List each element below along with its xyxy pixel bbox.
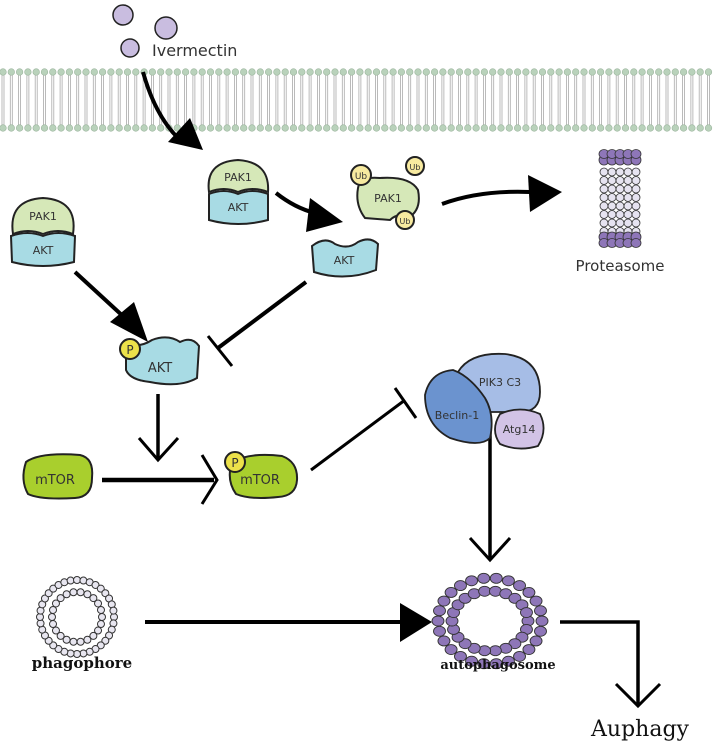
autophagy-output-arrow xyxy=(560,620,640,706)
mtor-label: mTOR xyxy=(240,473,280,488)
beclin1-label: Beclin-1 xyxy=(435,409,479,422)
pak1-label: PAK1 xyxy=(29,210,57,223)
pak1-akt-complex-membrane xyxy=(207,158,270,225)
phospho-akt xyxy=(119,336,201,386)
ivermectin-label: Ivermectin xyxy=(152,41,237,60)
pak1-akt-complex-cytoplasm xyxy=(9,196,77,267)
mtor-label: mTOR xyxy=(35,473,75,488)
ub-label: Ub xyxy=(410,163,421,172)
pik3c3-beclin1-atg14-complex xyxy=(424,352,545,450)
pak1-label: PAK1 xyxy=(224,171,252,184)
phagophore-icon xyxy=(36,576,118,658)
phosphorylation-arrow xyxy=(73,270,127,320)
maturation-arrowhead xyxy=(400,603,432,642)
autophagosome-icon xyxy=(431,572,549,670)
complex-to-autophagosome-arrowhead xyxy=(468,536,512,563)
ubiquitination-arrowhead xyxy=(306,198,343,232)
pik3c3-label: PIK3 C3 xyxy=(479,376,521,389)
ivermectin-molecules xyxy=(112,4,178,58)
mtor-inhibition-bar xyxy=(393,387,418,419)
phospho-label: P xyxy=(231,456,238,470)
degradation-arrow xyxy=(441,189,531,206)
ubiquitinated-pak1 xyxy=(350,156,425,230)
autophagosome-label: autophagosome xyxy=(440,658,555,673)
phagophore-label: phagophore xyxy=(32,654,132,672)
outcome-label: Auphagy xyxy=(590,717,690,741)
akt-to-mtor-arrowhead xyxy=(137,436,180,463)
akt-label: AKT xyxy=(228,201,249,214)
akt-inhibition-line xyxy=(216,280,308,350)
free-akt xyxy=(310,238,380,278)
mtor xyxy=(22,453,94,500)
ivermectin-entry-arrowhead xyxy=(168,118,203,150)
phospho-mtor xyxy=(224,451,299,499)
autophagy-output-arrowhead xyxy=(614,682,662,709)
phospho-label: P xyxy=(126,343,133,357)
pak1-label: PAK1 xyxy=(374,192,402,205)
phosphorylation-arrowhead xyxy=(110,302,148,342)
ub-label: Ub xyxy=(355,172,368,182)
akt-label: AKT xyxy=(148,361,172,376)
degradation-arrowhead xyxy=(528,175,562,212)
akt-label: AKT xyxy=(334,254,355,267)
mtor-inhibition-line xyxy=(310,398,406,472)
proteasome-icon xyxy=(598,149,642,248)
mtor-phosphorylation-arrowhead xyxy=(200,454,219,505)
cell-membrane xyxy=(0,68,713,132)
akt-label: AKT xyxy=(33,244,54,257)
atg14-label: Atg14 xyxy=(503,423,536,436)
ub-label: Ub xyxy=(400,217,411,226)
akt-inhibition-bar xyxy=(206,335,234,367)
proteasome-label: Proteasome xyxy=(576,257,665,275)
ivermectin-entry-arrow xyxy=(141,71,180,140)
arrows xyxy=(73,71,662,709)
